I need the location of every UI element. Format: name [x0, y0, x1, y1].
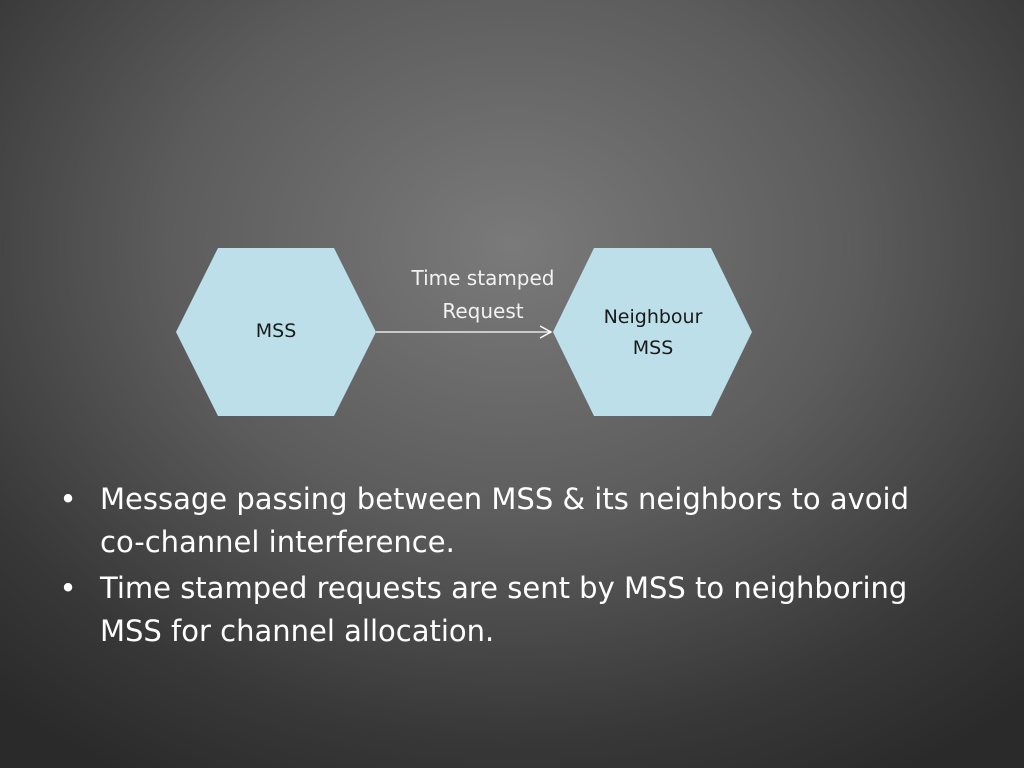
neighbour-mss-hexagon	[553, 248, 752, 416]
bullet-2-line1: Time stamped requests are sent by MSS to…	[100, 571, 908, 605]
bullet-item: • Message passing between MSS & its neig…	[58, 478, 958, 564]
neighbour-label-line2: MSS	[632, 337, 674, 359]
mss-hexagon	[176, 248, 376, 416]
bullet-1-line1: Message passing between MSS & its neighb…	[100, 482, 909, 516]
bullet-marker: •	[59, 571, 77, 605]
mss-node-label: MSS	[216, 316, 336, 347]
neighbour-mss-node-label: Neighbour MSS	[582, 302, 724, 364]
edge-label: Time stamped Request	[392, 262, 574, 328]
mss-label-text: MSS	[255, 320, 297, 342]
edge-label-line1: Time stamped	[411, 266, 555, 290]
bullet-2-line2: MSS for channel allocation.	[100, 614, 495, 648]
edge-label-line2: Request	[442, 299, 524, 323]
bullet-marker: •	[59, 482, 77, 516]
bullet-item: • Time stamped requests are sent by MSS …	[58, 567, 958, 653]
bullet-1-line2: co-channel interference.	[100, 525, 455, 559]
neighbour-label-line1: Neighbour	[603, 306, 703, 328]
bullet-list: • Message passing between MSS & its neig…	[58, 478, 958, 656]
